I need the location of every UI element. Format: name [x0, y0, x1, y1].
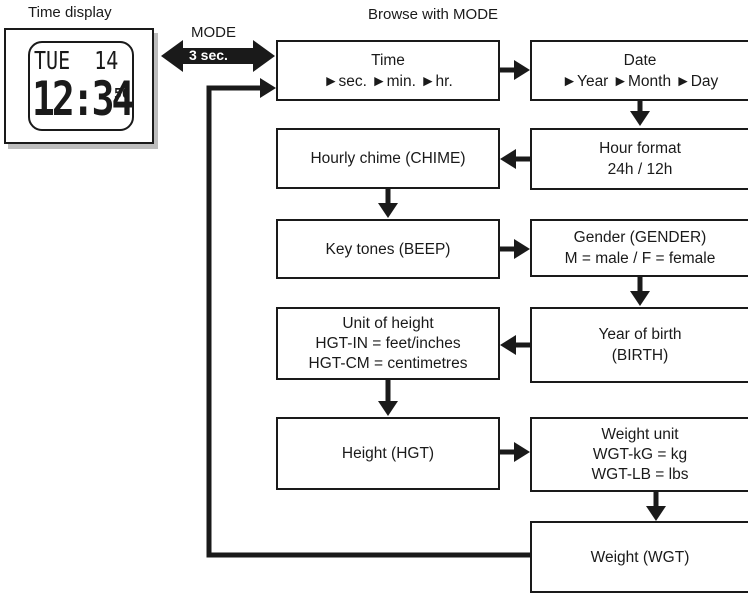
browse-label: Browse with MODE [368, 6, 499, 23]
step-height-title: Height (HGT) [341, 445, 435, 462]
step-chime-title: Hourly chime (CHIME) [310, 150, 466, 167]
watch-display: TUE 14 12:34 56 [4, 28, 154, 144]
step-weight-unit-lb: WGT-LB = lbs [591, 465, 689, 483]
lcd-date: 14 [94, 45, 119, 75]
step-hour-format: Hour format 24h / 12h [530, 128, 748, 190]
step-birth-detail: (BIRTH) [611, 347, 669, 364]
step-chime: Hourly chime (CHIME) [276, 128, 500, 189]
step-beep: Key tones (BEEP) [276, 219, 500, 279]
step-height-unit-title: Unit of height [342, 314, 434, 332]
step-date-title: Date [623, 51, 657, 69]
step-gender: Gender (GENDER) M = male / F = female [530, 219, 748, 277]
step-height-unit: Unit of height HGT-IN = feet/inches HGT-… [276, 307, 500, 380]
step-hour-format-title: Hour format [599, 140, 681, 157]
step-height: Height (HGT) [276, 417, 500, 490]
lcd-screen: TUE 14 12:34 56 [28, 41, 134, 131]
step-weight-title: Weight (WGT) [590, 548, 690, 566]
step-birth: Year of birth (BIRTH) [530, 307, 748, 383]
step-weight-unit-kg: WGT-kG = kg [592, 445, 688, 463]
lcd-time: 12:34 [32, 71, 134, 126]
mode-double-arrow [161, 40, 275, 72]
step-gender-detail: M = male / F = female [564, 250, 716, 267]
lcd-day: TUE 14 [34, 45, 118, 75]
mode-duration: 3 sec. [189, 47, 228, 63]
step-weight-unit-title: Weight unit [601, 425, 679, 443]
step-weight: Weight (WGT) [530, 521, 748, 593]
return-loop-line [206, 85, 530, 558]
step-height-unit-in: HGT-IN = feet/inches [315, 334, 461, 352]
step-gender-title: Gender (GENDER) [573, 229, 707, 246]
step-time-title: Time [371, 51, 405, 69]
step-beep-title: Key tones (BEEP) [325, 240, 451, 258]
step-hour-format-detail: 24h / 12h [607, 161, 673, 178]
step-date-detail: ►Year ►Month ►Day [561, 72, 719, 90]
step-time: Time ►sec. ►min. ►hr. [276, 40, 500, 101]
step-birth-title: Year of birth [598, 326, 682, 343]
lcd-seconds: 56 [114, 87, 130, 102]
step-time-detail: ►sec. ►min. ►hr. [323, 72, 453, 90]
time-display-label: Time display [28, 4, 112, 21]
step-height-unit-cm: HGT-CM = centimetres [308, 354, 468, 372]
mode-label: MODE [191, 24, 236, 41]
lcd-weekday: TUE [34, 45, 71, 75]
step-weight-unit: Weight unit WGT-kG = kg WGT-LB = lbs [530, 417, 748, 492]
step-date: Date ►Year ►Month ►Day [530, 40, 748, 101]
